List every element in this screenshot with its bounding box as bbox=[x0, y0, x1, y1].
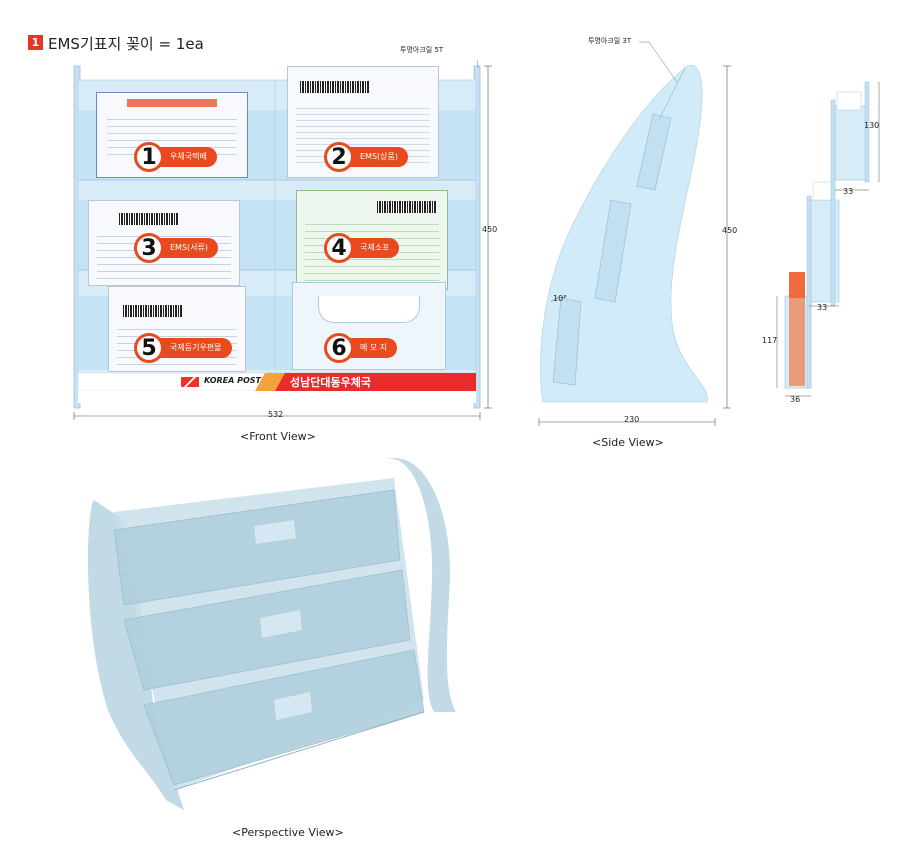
form-doc-1 bbox=[96, 92, 248, 178]
memo-pad-cutout bbox=[318, 296, 420, 323]
brand-name: KOREA POST bbox=[204, 376, 261, 385]
detail-dim-36: 36 bbox=[790, 395, 801, 404]
front-material-callout: 투명아크릴 5T bbox=[400, 46, 444, 54]
label-pill-4: 국제소포 bbox=[340, 238, 400, 258]
front-view-caption: <Front View> bbox=[240, 430, 316, 443]
side-material-callout: 투명아크릴 3T bbox=[588, 37, 632, 45]
side-view-profile bbox=[538, 41, 731, 426]
detail-dim-117: 117 bbox=[762, 336, 778, 345]
form-doc-5 bbox=[108, 286, 246, 372]
side-height-dimension: 450 bbox=[722, 226, 738, 235]
number-badge-3: 3 bbox=[134, 233, 164, 263]
number-badge-6: 6 bbox=[324, 333, 354, 363]
label-pill-2: EMS(상품) bbox=[340, 147, 408, 167]
front-width-dimension: 532 bbox=[268, 410, 284, 419]
number-badge-2: 2 bbox=[324, 142, 354, 172]
front-height-dimension: 450 bbox=[482, 225, 498, 234]
detail-dim-33-mid: 33 bbox=[817, 303, 828, 312]
number-badge-1: 1 bbox=[134, 142, 164, 172]
number-badge-4: 4 bbox=[324, 233, 354, 263]
perspective-rendering bbox=[87, 458, 456, 810]
pocket-detail-drawing bbox=[776, 81, 880, 397]
label-pill-5: 국제등기우편물 bbox=[150, 338, 232, 358]
label-pill-3: EMS(서류) bbox=[150, 238, 218, 258]
pocket-detail bbox=[765, 76, 895, 408]
section-title: EMS기표지 꽂이 = 1ea bbox=[48, 35, 204, 53]
post-office-name: 성남단대동우체국 bbox=[290, 376, 371, 389]
perspective-view-caption: <Perspective View> bbox=[232, 826, 344, 839]
side-width-dimension: 230 bbox=[624, 415, 640, 424]
number-badge-5: 5 bbox=[134, 333, 164, 363]
label-pill-1: 우체국택배 bbox=[150, 147, 217, 167]
perspective-view bbox=[84, 450, 464, 820]
korea-post-logo-icon bbox=[181, 377, 199, 387]
side-view-caption: <Side View> bbox=[592, 436, 664, 449]
detail-dim-130: 130 bbox=[864, 121, 880, 130]
label-pill-6: 메 모 지 bbox=[340, 338, 398, 358]
detail-dim-33-top: 33 bbox=[843, 187, 854, 196]
section-number-badge: 1 bbox=[28, 35, 43, 50]
side-view bbox=[535, 40, 745, 430]
side-angle-label: 10° bbox=[553, 294, 568, 303]
